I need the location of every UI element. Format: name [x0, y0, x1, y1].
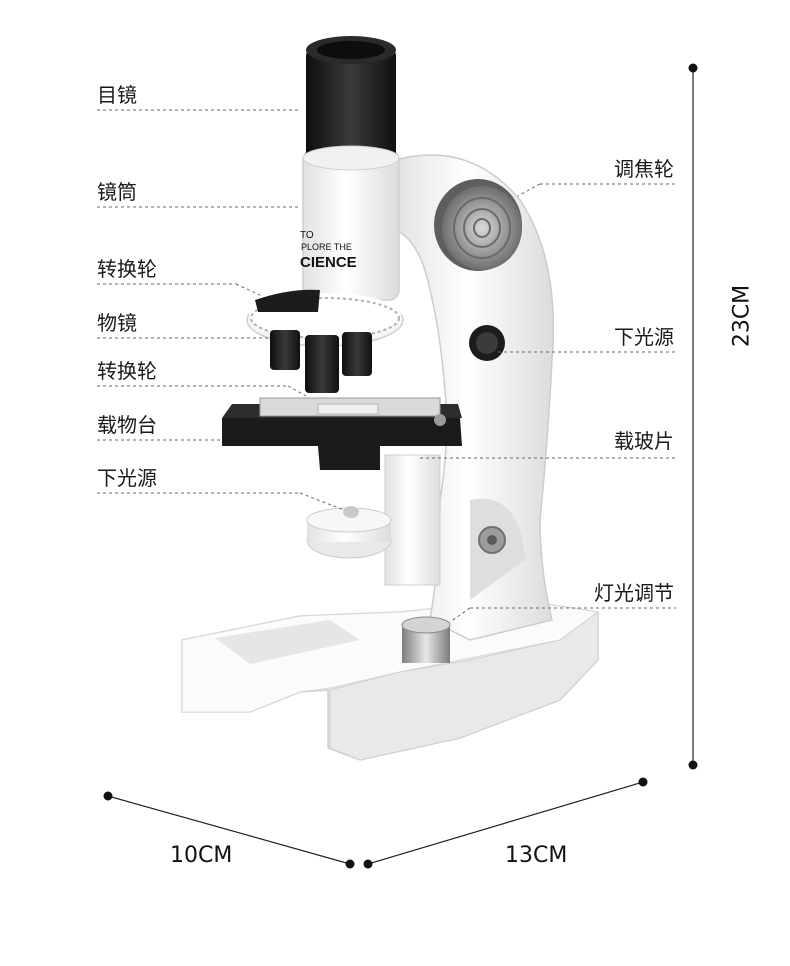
focus-knob: [434, 179, 522, 271]
dimmer-knob: [401, 616, 451, 663]
dimension-height: [688, 63, 698, 770]
eyepiece: [302, 36, 400, 171]
label-tube: 镜筒: [97, 180, 137, 204]
lower-light: [306, 454, 441, 586]
label-focus-knob: 调焦轮: [614, 157, 674, 181]
dimension-depth: [103, 791, 355, 869]
dimension-height-text: 23CM: [729, 284, 755, 348]
tube-print-3: CIENCE: [300, 254, 357, 271]
arm: [394, 154, 555, 641]
tube-print-1: TO: [300, 230, 314, 241]
tube-print-2: PLORE THE: [301, 242, 352, 252]
tube: TO PLORE THE CIENCE: [300, 149, 400, 301]
dimension-depth-text: 10CM: [170, 843, 233, 868]
leaders-right: [420, 183, 676, 623]
label-lower-light: 下光源: [97, 466, 157, 490]
dimension-width-text: 13CM: [505, 843, 568, 868]
light-knob: [469, 325, 505, 361]
label-objective: 物镜: [97, 311, 137, 335]
dimension-width: [363, 777, 648, 869]
label-lower-light-2: 下光源: [614, 325, 674, 349]
label-turret-2: 转换轮: [97, 359, 157, 383]
stage: [222, 397, 462, 470]
label-turret: 转换轮: [97, 257, 157, 281]
label-light-adjust: 灯光调节: [594, 581, 674, 605]
objectives: [270, 330, 372, 393]
label-stage: 载物台: [97, 413, 157, 437]
label-slide: 载玻片: [614, 429, 674, 453]
label-eyepiece: 目镜: [97, 83, 137, 107]
leaders-left: [97, 109, 345, 511]
